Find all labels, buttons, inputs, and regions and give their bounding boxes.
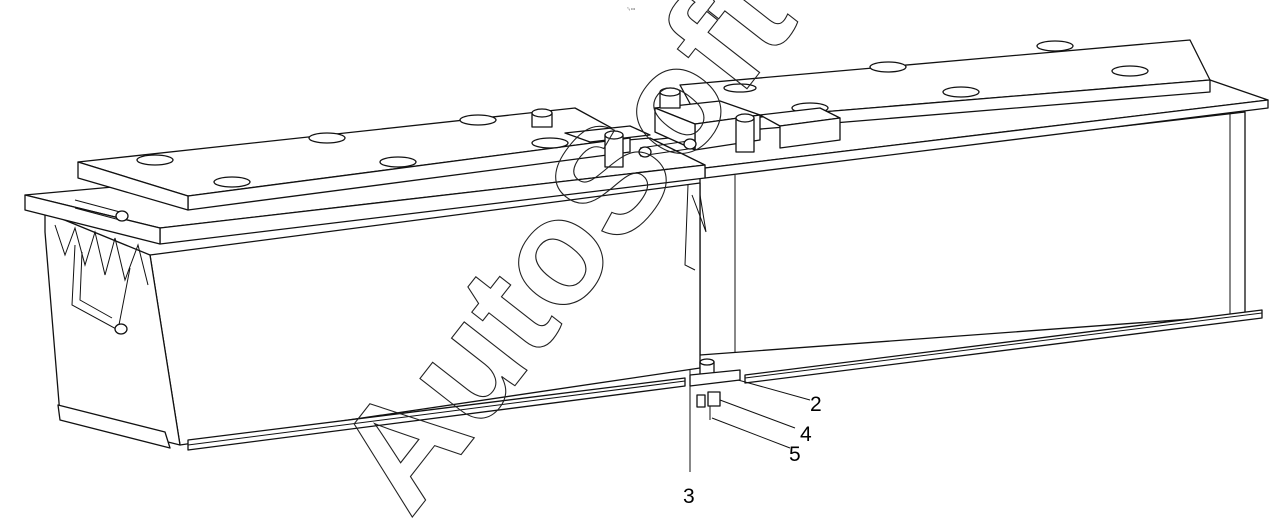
callout-labels: 2 4 5 3 bbox=[683, 393, 822, 508]
callout-3: 3 bbox=[683, 485, 695, 508]
callout-5: 5 bbox=[789, 443, 801, 466]
callout-2: 2 bbox=[810, 393, 822, 416]
connector-hardware bbox=[689, 358, 741, 472]
leader-lines bbox=[711, 379, 811, 449]
callout-4: 4 bbox=[800, 423, 812, 446]
top-mark: °ᵥ ••• bbox=[627, 6, 636, 11]
right-battery bbox=[649, 39, 1269, 384]
left-battery bbox=[24, 107, 707, 451]
